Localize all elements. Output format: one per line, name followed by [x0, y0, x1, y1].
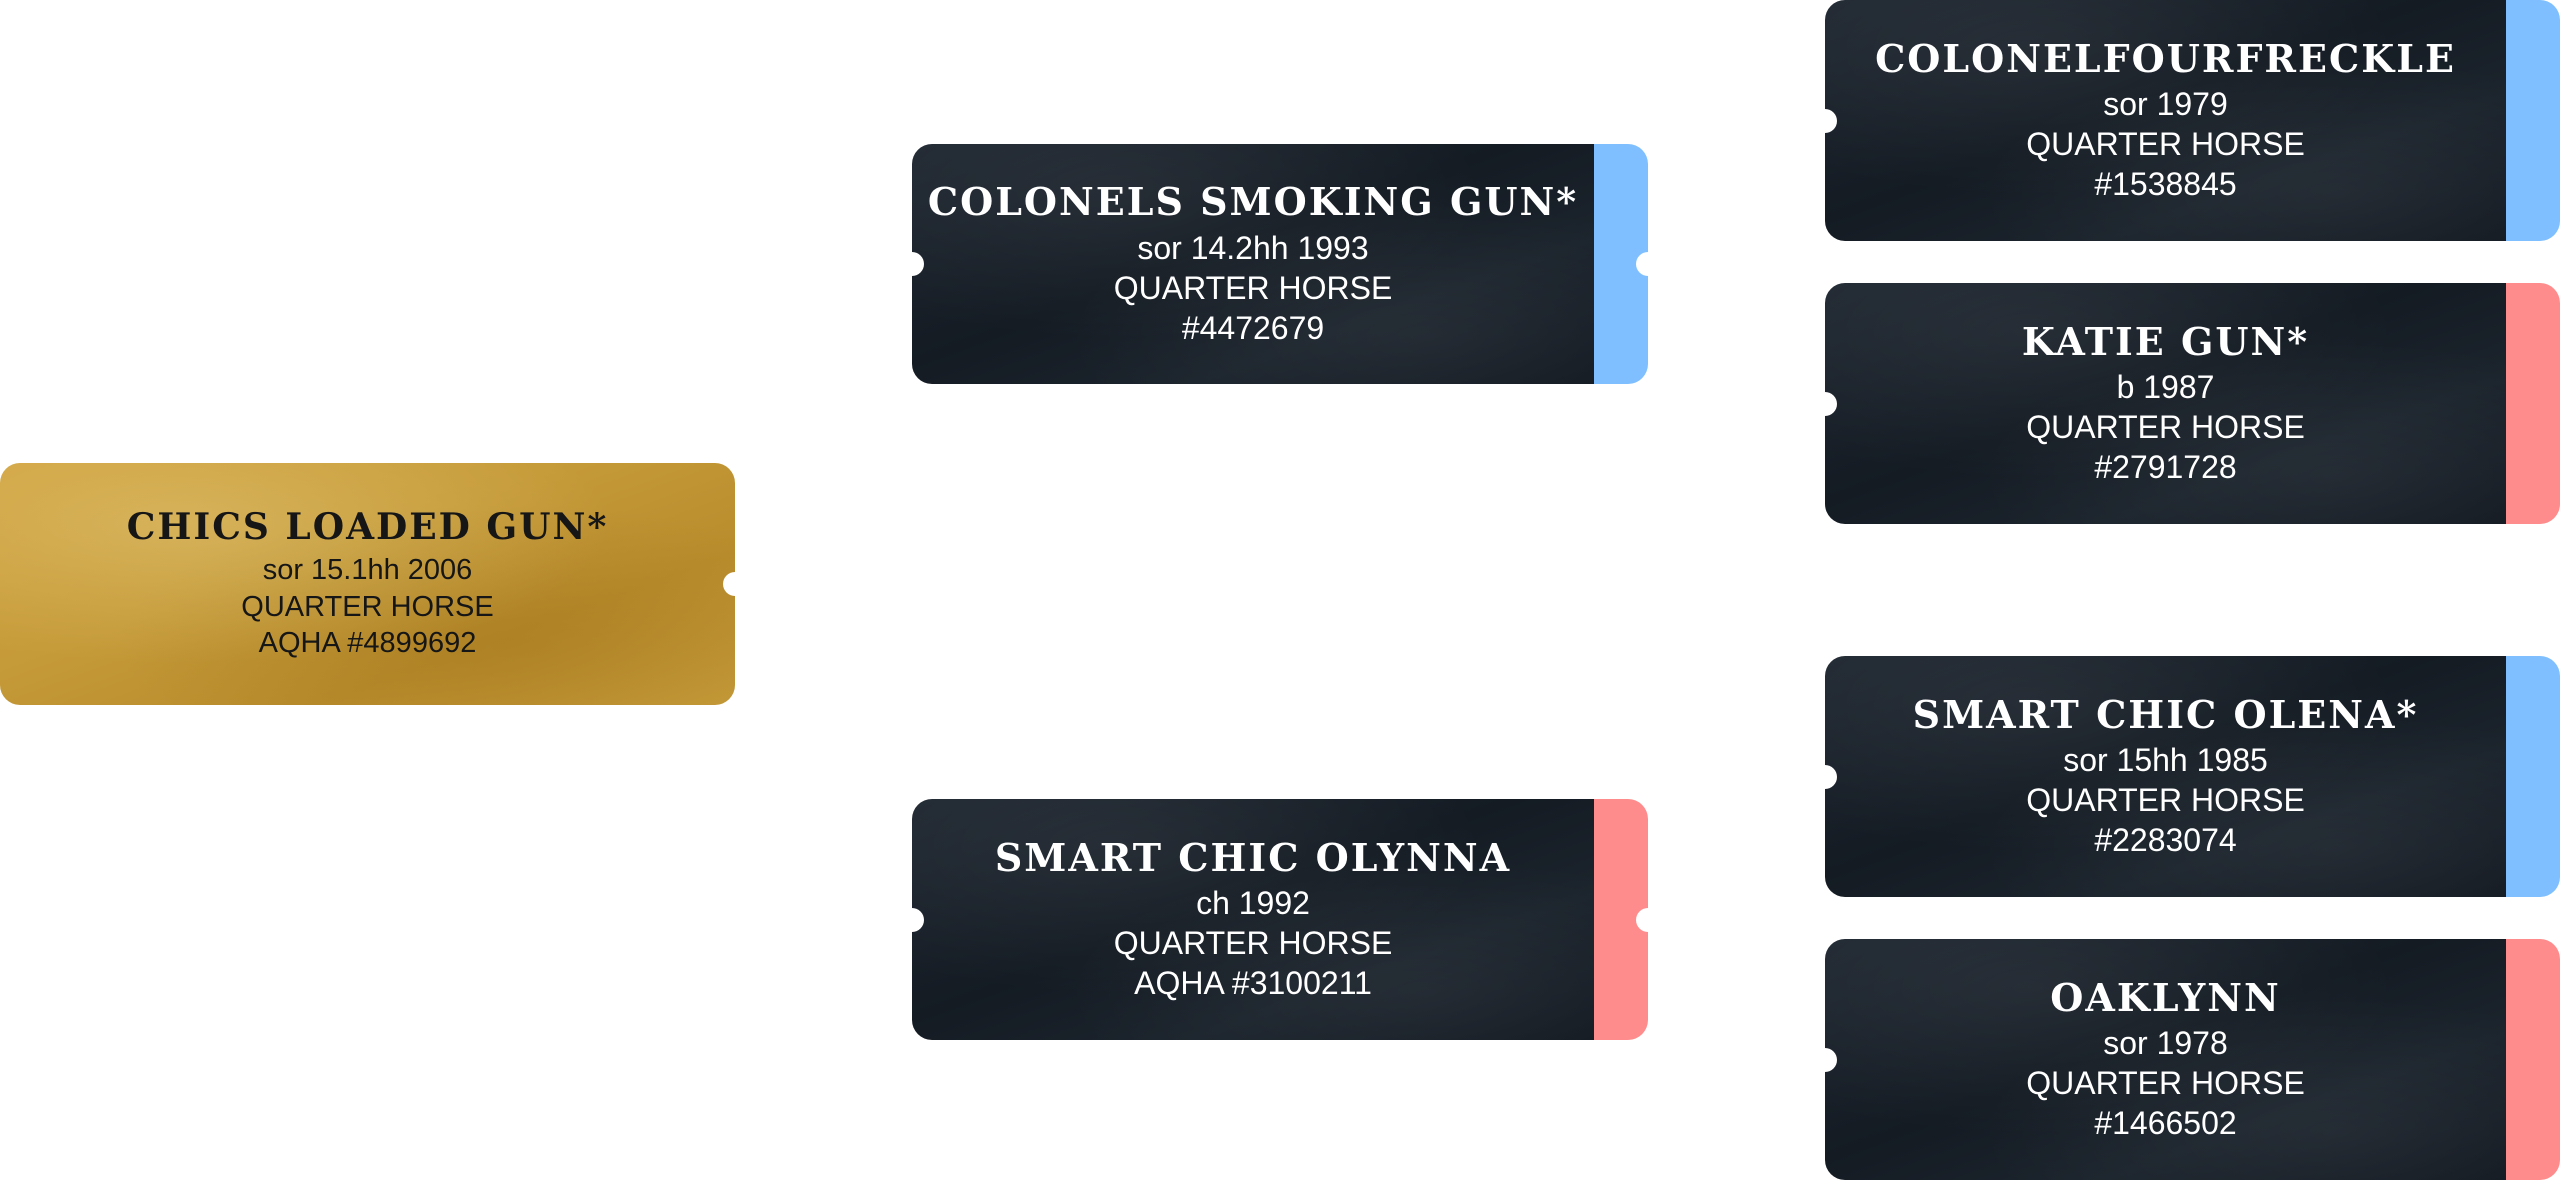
female-sex-tab: [1594, 799, 1648, 1040]
ticket-notch: [1825, 391, 1837, 416]
horse-name: CHICS LOADED GUN*: [126, 505, 609, 548]
sire-card: COLONELS SMOKING GUN* sor 14.2hh 1993 QU…: [912, 144, 1648, 384]
horse-breed: QUARTER HORSE: [2026, 126, 2305, 163]
horse-registration: #1538845: [2094, 166, 2237, 203]
horse-breed: QUARTER HORSE: [1113, 269, 1393, 306]
dam-sire-body: SMART CHIC OLENA* sor 15hh 1985 QUARTER …: [1825, 656, 2506, 897]
horse-color-height-year: sor 14.2hh 1993: [1137, 229, 1369, 266]
male-sex-tab: [1594, 144, 1648, 384]
horse-name: COLONELS SMOKING GUN*: [927, 179, 1579, 225]
horse-registration: #4472679: [1181, 309, 1325, 346]
male-sex-tab: [2506, 0, 2560, 241]
horse-breed: QUARTER HORSE: [2026, 782, 2305, 819]
horse-registration: #1466502: [2094, 1105, 2237, 1142]
sire-dam-body: KATIE GUN* b 1987 QUARTER HORSE #2791728: [1825, 283, 2506, 524]
horse-breed: QUARTER HORSE: [2026, 1065, 2305, 1102]
ticket-notch: [1825, 764, 1837, 789]
horse-name: KATIE GUN*: [2021, 318, 2310, 364]
horse-color-height-year: sor 1978: [2103, 1025, 2228, 1062]
horse-color-height-year: sor 15hh 1985: [2063, 742, 2268, 779]
female-sex-tab: [2506, 283, 2560, 524]
male-sex-tab: [2506, 656, 2560, 897]
sire-sire-card: COLONELFOURFRECKLE sor 1979 QUARTER HORS…: [1825, 0, 2560, 241]
horse-color-height-year: ch 1992: [1196, 885, 1310, 922]
female-sex-tab: [2506, 939, 2560, 1180]
ticket-notch: [912, 252, 924, 276]
horse-name: SMART CHIC OLYNNA: [994, 834, 1512, 880]
ticket-notch: [912, 907, 924, 932]
horse-breed: QUARTER HORSE: [241, 590, 494, 623]
horse-name: COLONELFOURFRECKLE: [1875, 35, 2456, 81]
subject-horse-body: CHICS LOADED GUN* sor 15.1hh 2006 QUARTE…: [0, 463, 735, 705]
subject-horse-card: CHICS LOADED GUN* sor 15.1hh 2006 QUARTE…: [0, 463, 735, 705]
horse-registration: #2791728: [2094, 449, 2237, 486]
ticket-notch: [723, 572, 735, 596]
sire-body: COLONELS SMOKING GUN* sor 14.2hh 1993 QU…: [912, 144, 1594, 384]
dam-sire-card: SMART CHIC OLENA* sor 15hh 1985 QUARTER …: [1825, 656, 2560, 897]
horse-name: OAKLYNN: [2050, 974, 2281, 1020]
dam-card: SMART CHIC OLYNNA ch 1992 QUARTER HORSE …: [912, 799, 1648, 1040]
sire-dam-card: KATIE GUN* b 1987 QUARTER HORSE #2791728: [1825, 283, 2560, 524]
ticket-notch: [1636, 907, 1648, 932]
horse-breed: QUARTER HORSE: [2026, 409, 2305, 446]
horse-registration: AQHA #4899692: [258, 626, 477, 659]
horse-color-height-year: sor 1979: [2103, 86, 2228, 123]
horse-color-height-year: b 1987: [2116, 369, 2215, 406]
horse-name: SMART CHIC OLENA*: [1912, 691, 2419, 737]
horse-registration: #2283074: [2094, 822, 2237, 859]
ticket-notch: [1825, 108, 1837, 133]
dam-dam-card: OAKLYNN sor 1978 QUARTER HORSE #1466502: [1825, 939, 2560, 1180]
ticket-notch: [1825, 1047, 1837, 1072]
horse-color-height-year: sor 15.1hh 2006: [262, 554, 473, 587]
horse-breed: QUARTER HORSE: [1113, 925, 1393, 962]
ticket-notch: [1636, 252, 1648, 276]
dam-body: SMART CHIC OLYNNA ch 1992 QUARTER HORSE …: [912, 799, 1594, 1040]
dam-dam-body: OAKLYNN sor 1978 QUARTER HORSE #1466502: [1825, 939, 2506, 1180]
sire-sire-body: COLONELFOURFRECKLE sor 1979 QUARTER HORS…: [1825, 0, 2506, 241]
horse-registration: AQHA #3100211: [1134, 965, 1372, 1002]
